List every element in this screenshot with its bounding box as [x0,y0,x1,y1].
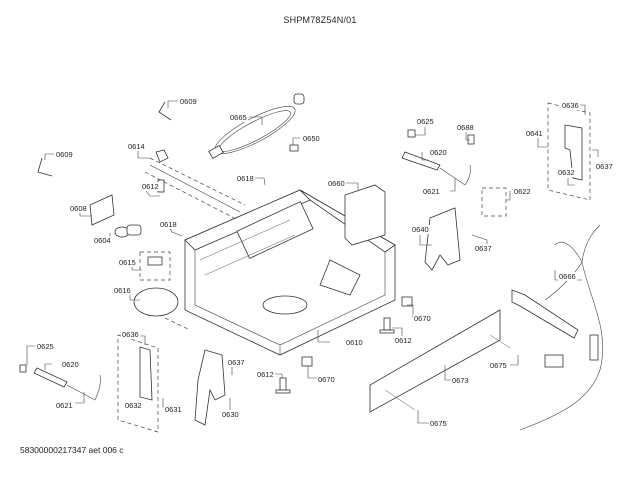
part-label-0608[interactable]: 0608 [69,204,88,213]
document-reference: 58300000217347 aet 006 c [20,445,124,455]
part-0625-right [407,129,416,138]
part-0620-sensor-left [33,367,68,388]
part-0620-sensor-right [401,151,441,171]
part-label-0632[interactable]: 0632 [124,401,143,410]
part-label-0616[interactable]: 0616 [113,286,132,295]
part-0616-float [133,287,179,317]
part-label-0666[interactable]: 0666 [558,272,577,281]
part-0612-foot-center [379,317,395,334]
diagram-title: SHPM78Z54N/01 [283,15,357,25]
part-0621-cable-left [66,374,101,401]
part-label-0625[interactable]: 0625 [36,342,55,351]
part-0625-left [19,364,27,373]
part-label-0610[interactable]: 0610 [345,338,364,347]
part-0622-group [481,187,507,217]
part-label-0636[interactable]: 0636 [561,101,580,110]
part-label-0637[interactable]: 0637 [595,162,614,171]
part-0650-clip [289,144,299,152]
part-0612-foot-bottom [275,377,291,394]
part-label-0621[interactable]: 0621 [55,401,74,410]
part-0660-module [344,184,386,246]
part-label-0660[interactable]: 0660 [327,179,346,188]
part-0670-clip-right [401,296,413,307]
part-0608-heat-exchanger [89,194,115,226]
part-0621-cable-right [439,164,471,186]
part-0631-group [117,334,159,433]
part-label-0670[interactable]: 0670 [317,375,336,384]
part-label-0615[interactable]: 0615 [118,258,137,267]
part-0665-power-cord [208,93,305,160]
part-label-0670[interactable]: 0670 [413,314,432,323]
part-label-0673[interactable]: 0673 [451,376,470,385]
part-0604-pump [114,224,142,238]
part-label-0612[interactable]: 0612 [256,370,275,379]
part-label-0618[interactable]: 0618 [236,174,255,183]
part-label-0640[interactable]: 0640 [411,225,430,234]
part-0615-group [139,251,171,281]
part-label-0612[interactable]: 0612 [394,336,413,345]
part-label-0641[interactable]: 0641 [525,129,544,138]
part-label-0631[interactable]: 0631 [164,405,183,414]
part-label-0632[interactable]: 0632 [557,168,576,177]
part-0673-kickplate [369,309,501,413]
part-label-0618[interactable]: 0618 [159,220,178,229]
part-label-0630[interactable]: 0630 [221,410,240,419]
part-label-0604[interactable]: 0604 [93,236,112,245]
part-label-0637[interactable]: 0637 [474,244,493,253]
part-label-0637[interactable]: 0637 [227,358,246,367]
part-0630-hinge-left [194,349,226,426]
part-label-0675[interactable]: 0675 [429,419,448,428]
part-label-0609[interactable]: 0609 [179,97,198,106]
part-label-0620[interactable]: 0620 [429,148,448,157]
part-label-0636[interactable]: 0636 [121,330,140,339]
part-label-0625[interactable]: 0625 [416,117,435,126]
part-label-0612[interactable]: 0612 [141,182,160,191]
part-0670-clip-bottom [301,356,313,367]
part-0688-part [467,134,475,145]
part-label-0622[interactable]: 0622 [513,187,532,196]
part-0640-hinge-right [424,207,461,271]
part-0666-wiring-harness [511,224,604,431]
part-label-0675[interactable]: 0675 [489,361,508,370]
part-label-0614[interactable]: 0614 [127,142,146,151]
part-label-0609[interactable]: 0609 [55,150,74,159]
part-0609-left [37,157,53,177]
part-label-0650[interactable]: 0650 [302,134,321,143]
part-label-0665[interactable]: 0665 [229,113,248,122]
part-label-0688[interactable]: 0688 [456,123,475,132]
part-0641-group [547,102,591,201]
part-0609-top [158,101,172,121]
part-label-0620[interactable]: 0620 [61,360,80,369]
part-label-0621[interactable]: 0621 [422,187,441,196]
